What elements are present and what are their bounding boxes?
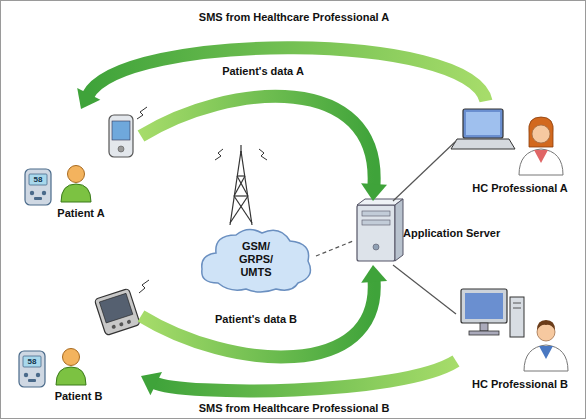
display-reading: 58 [29,175,47,184]
arrow-head [361,265,387,283]
node-label: HC Professional B [472,378,568,391]
pda-device [94,288,140,335]
node-label: Patient A [57,207,104,220]
antenna-tower [215,145,267,225]
patient-figure [61,166,91,203]
link-line [316,241,353,256]
edge-label: SMS from Healthcare Professional A [196,11,392,24]
arrow-head [77,88,100,109]
network-cloud: GSM/ GRPS/ UMTS [196,223,316,295]
professional-node: HC Professional B [456,279,584,393]
server-node: Application Server [353,201,509,265]
link-line [393,265,456,314]
node-label: HC Professional A [472,182,568,195]
signal-bolt [139,280,149,293]
desktop-computer [461,289,524,337]
network-link [393,141,456,201]
node-label: Patient B [55,390,103,403]
patient-node: Patient A [21,109,141,223]
laptop [451,109,515,149]
patient-node: Patient B [16,286,141,406]
data-flow-arrow [141,96,387,201]
edge-label: Patient's data B [212,313,300,326]
glucose-meter [19,351,45,387]
glucose-meter [25,169,51,205]
arrow-head [141,372,162,395]
professional-node: HC Professional A [456,101,584,197]
arrow-body [154,361,456,391]
network-label: GSM/ GRPS/ UMTS [229,240,283,279]
cloud-outline [202,229,311,292]
link-line [393,141,456,201]
node-label: Application Server [403,227,500,240]
arrow-head [361,183,387,201]
edge-label: Patient's data A [219,65,307,78]
server-tower [357,199,403,261]
doctor-figure [519,117,563,175]
network-link [393,265,456,314]
doctor-figure [524,320,568,371]
network-link [316,241,353,256]
edge-label: SMS from Healthcare Professional B [196,402,393,415]
display-reading: 58 [23,357,41,366]
data-flow-arrow [141,361,456,395]
patient-figure [56,349,86,386]
arrow-body [141,96,374,186]
